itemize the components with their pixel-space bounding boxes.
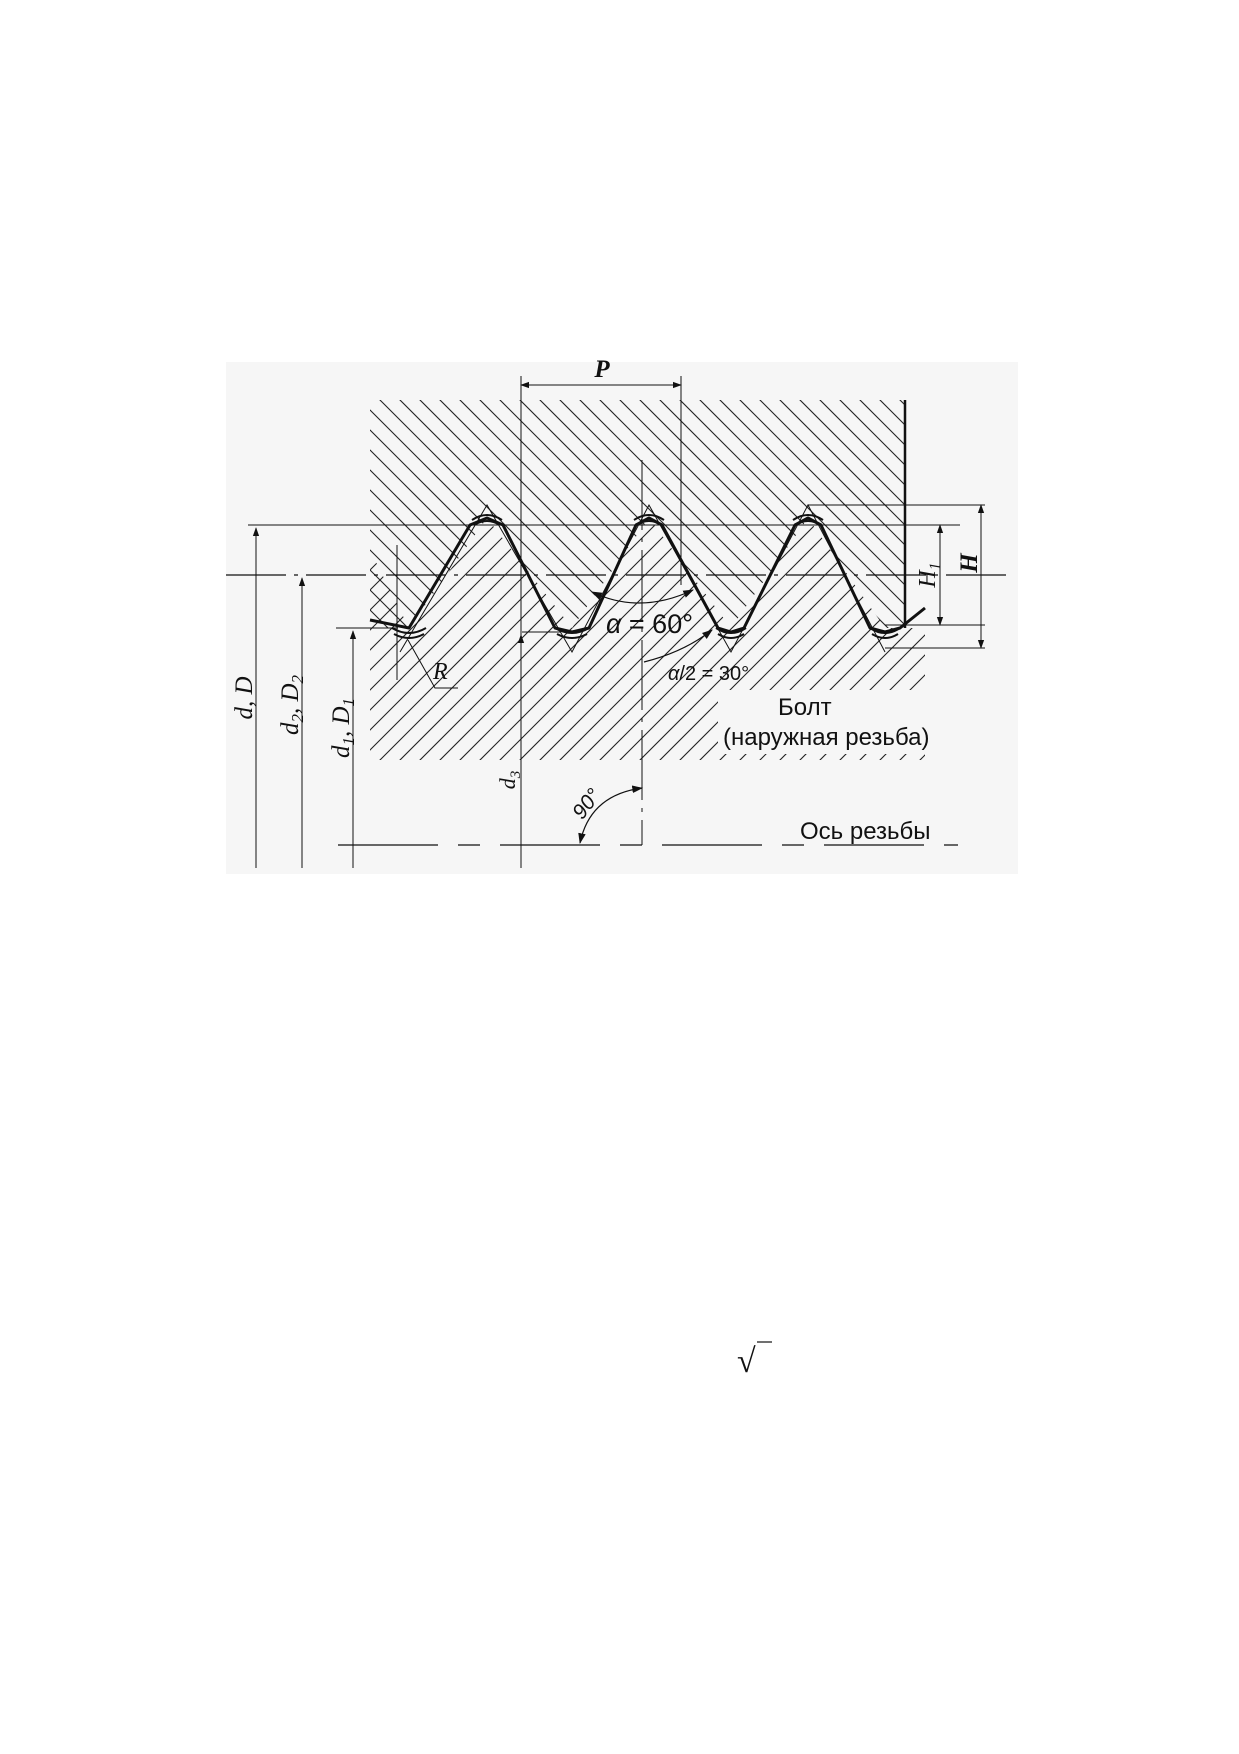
thread-axis-label-background — [797, 818, 922, 840]
hatch-line — [1080, 380, 1239, 780]
bolt-subtitle: (наружная резьба) — [723, 724, 929, 751]
root-radius-leader — [407, 639, 458, 689]
hatch-line — [0, 380, 200, 780]
hatch-line — [779, 400, 905, 628]
hatch-line — [639, 518, 925, 760]
hatch-line — [980, 380, 1239, 780]
bolt-label-background — [718, 690, 940, 754]
hatch-line — [0, 380, 200, 780]
hatch-line — [419, 518, 821, 760]
hatch-line — [539, 400, 905, 628]
major-diameter-label: d, D — [231, 676, 258, 719]
hatch-line — [1100, 380, 1239, 780]
hatch-line — [1040, 380, 1239, 780]
hatch-line — [1040, 380, 1239, 780]
hatch-line — [599, 518, 925, 760]
hatch-line — [1180, 380, 1239, 780]
hatch-line — [0, 380, 240, 780]
hatch-line — [1020, 380, 1239, 780]
hatch-line — [1140, 380, 1239, 780]
hatch-line — [1000, 380, 1239, 780]
hatch-line — [759, 400, 905, 628]
right-angle-arc — [578, 785, 644, 845]
half-angle-label: α/2 = 30° — [668, 663, 749, 685]
hatch-line — [370, 518, 581, 760]
hatch-line — [1160, 380, 1239, 780]
hatch-line — [0, 380, 220, 780]
diameter-dimension-lines — [252, 527, 525, 868]
hatch-line — [370, 400, 741, 628]
thread-angle-label: α = 60° — [606, 609, 693, 639]
hatch-line — [1160, 380, 1239, 780]
pitch-label: P — [593, 356, 610, 383]
hatch-line — [1200, 380, 1239, 780]
bolt-title: Болт — [778, 694, 832, 721]
hatch-line — [579, 518, 925, 760]
hatch-line — [370, 400, 601, 628]
hatch-line — [0, 380, 240, 780]
hatch-line — [559, 400, 905, 628]
hatch-line — [1220, 380, 1239, 780]
hatch-line — [370, 518, 721, 760]
hatch-line — [1080, 380, 1239, 780]
crest-root-arcs — [391, 514, 901, 639]
hatch-line — [399, 400, 801, 628]
hatch-line — [0, 380, 260, 780]
hatch-line — [479, 518, 881, 760]
hatch-line — [619, 518, 925, 760]
hatch-line — [1120, 380, 1239, 780]
hatch-line — [370, 518, 661, 760]
hatch-line — [370, 518, 701, 760]
hatch-line — [980, 380, 1239, 780]
hatch-line — [370, 400, 641, 628]
working-height-label: H1 — [915, 562, 944, 588]
hatch-line — [499, 400, 901, 628]
hatch-line — [439, 518, 841, 760]
hatch-line — [1180, 380, 1239, 780]
hatch-line — [1140, 380, 1239, 780]
root-radius-label: R — [432, 659, 448, 685]
hatch-line — [370, 400, 761, 628]
hatch-line — [719, 400, 905, 628]
hatch-line — [659, 400, 905, 628]
hatch-line — [1220, 380, 1239, 780]
hatch-line — [819, 400, 905, 628]
hatch-line — [679, 400, 905, 628]
hatch-line — [370, 400, 621, 628]
half-angle-arc — [643, 629, 713, 663]
hatch-line — [519, 400, 905, 628]
hatch-line — [1060, 380, 1239, 780]
hatch-line — [459, 518, 861, 760]
minor-diameter-label: d1, D1 — [328, 698, 358, 758]
hatch-line — [1060, 380, 1239, 780]
hatch-line — [0, 380, 260, 780]
pitch-extension-lines — [396, 376, 682, 680]
hatch-line — [1100, 380, 1239, 780]
hatch-line — [699, 400, 905, 628]
hatch-line — [739, 400, 905, 628]
hatch-line — [0, 380, 220, 780]
hatch-line — [370, 518, 681, 760]
profile-height-label: H — [956, 552, 983, 574]
reference-lines — [248, 504, 985, 649]
hatch-line — [1000, 380, 1239, 780]
pitch-diameter-label: d2, D2 — [277, 674, 307, 735]
hatch-line — [1120, 380, 1239, 780]
hatch-line — [1020, 380, 1239, 780]
thread-angle-arc — [591, 589, 694, 604]
hatch-line — [379, 400, 781, 628]
thread-axis-label: Ось резьбы — [800, 818, 931, 845]
radical-symbol: √ — [737, 1343, 756, 1380]
hatch-line — [1200, 380, 1239, 780]
hatch-line — [799, 400, 905, 628]
root-diameter-label: d3 — [495, 771, 524, 790]
